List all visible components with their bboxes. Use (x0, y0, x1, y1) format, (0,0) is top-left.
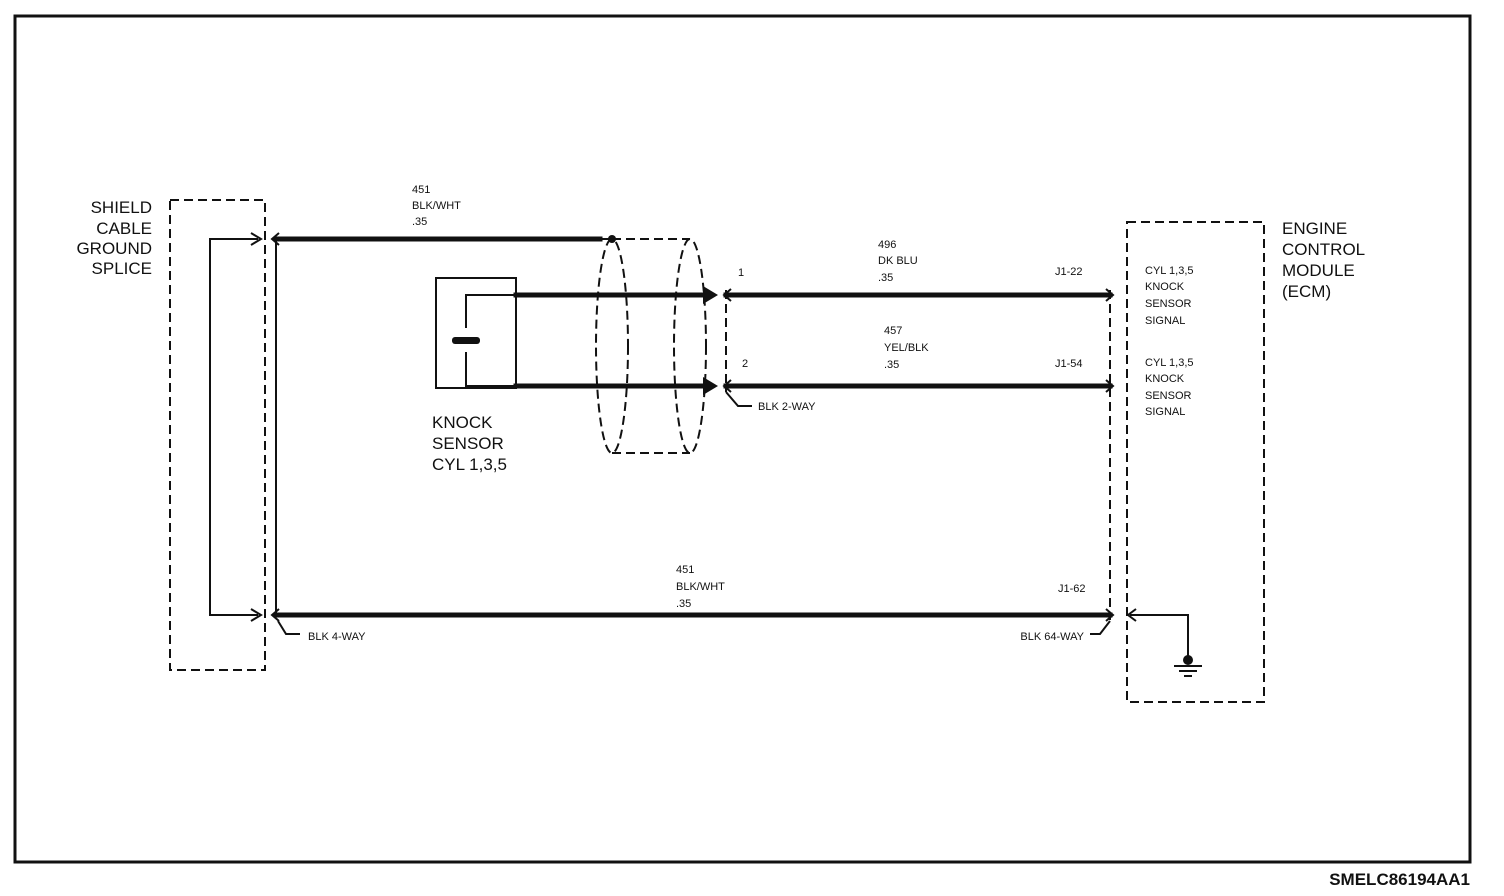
ecm-label-line-4: (ECM) (1282, 282, 1331, 301)
wire-496-number: 496 (878, 239, 896, 251)
connector-64way-pin-62 (1105, 608, 1115, 622)
wire-451-top-size: .35 (412, 216, 427, 228)
ecm-signal-1-line-1: CYL 1,3,5 (1145, 265, 1194, 277)
shield-ground-splice: SHIELD CABLE GROUND SPLICE (76, 198, 266, 671)
connector-4way-leader (277, 620, 300, 635)
ecm-ground-arrow (1126, 608, 1137, 622)
wire-496-color: DK BLU (878, 255, 918, 267)
wire-451-top-color: BLK/WHT (412, 200, 461, 212)
ecm-signal-2-line-3: SENSOR (1145, 390, 1192, 402)
pin-2-label: 2 (742, 358, 748, 370)
connector-64way-label: BLK 64-WAY (1020, 631, 1084, 643)
connector-2way-leader (725, 391, 752, 407)
wire-451-bottom-number: 451 (676, 564, 694, 576)
knock-sensor-label-3: CYL 1,3,5 (432, 455, 507, 474)
ecm-signal-2-line-2: KNOCK (1145, 373, 1185, 385)
wire-457-size: .35 (884, 359, 899, 371)
diagram-frame (13, 14, 1472, 864)
figure-id: SMELC86194AA1 (1329, 870, 1470, 889)
knock-sensor-label-1: KNOCK (432, 413, 493, 432)
sensor-internal-top (465, 294, 514, 328)
ground-junction-dot (1183, 655, 1193, 665)
arrow-pin-2-icon (703, 377, 718, 395)
shield-ellipse-right (673, 238, 707, 454)
engine-control-module: ENGINE CONTROL MODULE (ECM) CYL 1,3,5 KN… (1126, 219, 1365, 703)
knock-sensor: KNOCK SENSOR CYL 1,3,5 (432, 277, 517, 474)
splice-label-line-4: SPLICE (92, 259, 152, 278)
connector-64way-pin-22 (1105, 288, 1115, 302)
sensor-internal-bottom (465, 352, 514, 387)
splice-label-line-2: CABLE (96, 219, 152, 238)
connector-2way-label: BLK 2-WAY (758, 401, 816, 413)
connector-64way-leader (1090, 620, 1111, 635)
knock-sensor-body (435, 277, 517, 389)
ecm-ground-wire (1130, 614, 1189, 657)
wire-451-bottom-size: .35 (676, 598, 691, 610)
ecm-dashed-box (1126, 221, 1265, 703)
connector-64way-pin-54 (1105, 379, 1115, 393)
arrow-pin-1-icon (703, 286, 718, 304)
piezo-element-icon (452, 337, 480, 344)
ecm-signal-1-line-4: SIGNAL (1145, 315, 1185, 327)
knock-sensor-label-2: SENSOR (432, 434, 504, 453)
ecm-label-line-2: CONTROL (1282, 240, 1365, 259)
wire-451-bottom-color: BLK/WHT (676, 581, 725, 593)
wire-496-size: .35 (878, 272, 893, 284)
splice-internal-link (209, 238, 258, 616)
ecm-signal-1-line-2: KNOCK (1145, 281, 1185, 293)
ecm-label-line-1: ENGINE (1282, 219, 1347, 238)
ecm-label-line-3: MODULE (1282, 261, 1355, 280)
pin-j1-22-label: J1-22 (1055, 266, 1083, 278)
wire-457-color: YEL/BLK (884, 342, 929, 354)
ecm-signal-2-line-1: CYL 1,3,5 (1145, 357, 1194, 369)
left-connector-bottom (270, 608, 280, 622)
shield-ellipse-left (595, 238, 629, 454)
splice-arrow-top (250, 232, 263, 246)
connector-4way-label: BLK 4-WAY (308, 631, 366, 643)
pin-1-label: 1 (738, 267, 744, 279)
splice-label-line-3: GROUND (76, 239, 152, 258)
splice-dashed-box (169, 199, 266, 671)
wire-451-top-number: 451 (412, 184, 430, 196)
pin-j1-54-label: J1-54 (1055, 358, 1083, 370)
pin-j1-62-label: J1-62 (1058, 583, 1086, 595)
ecm-signal-2-line-4: SIGNAL (1145, 406, 1185, 418)
left-connector-top (270, 232, 280, 246)
ground-icon (1174, 665, 1202, 677)
ecm-signal-1-line-3: SENSOR (1145, 298, 1192, 310)
splice-arrow-bottom (250, 608, 263, 622)
splice-label-line-1: SHIELD (91, 198, 152, 217)
wire-457-number: 457 (884, 325, 902, 337)
